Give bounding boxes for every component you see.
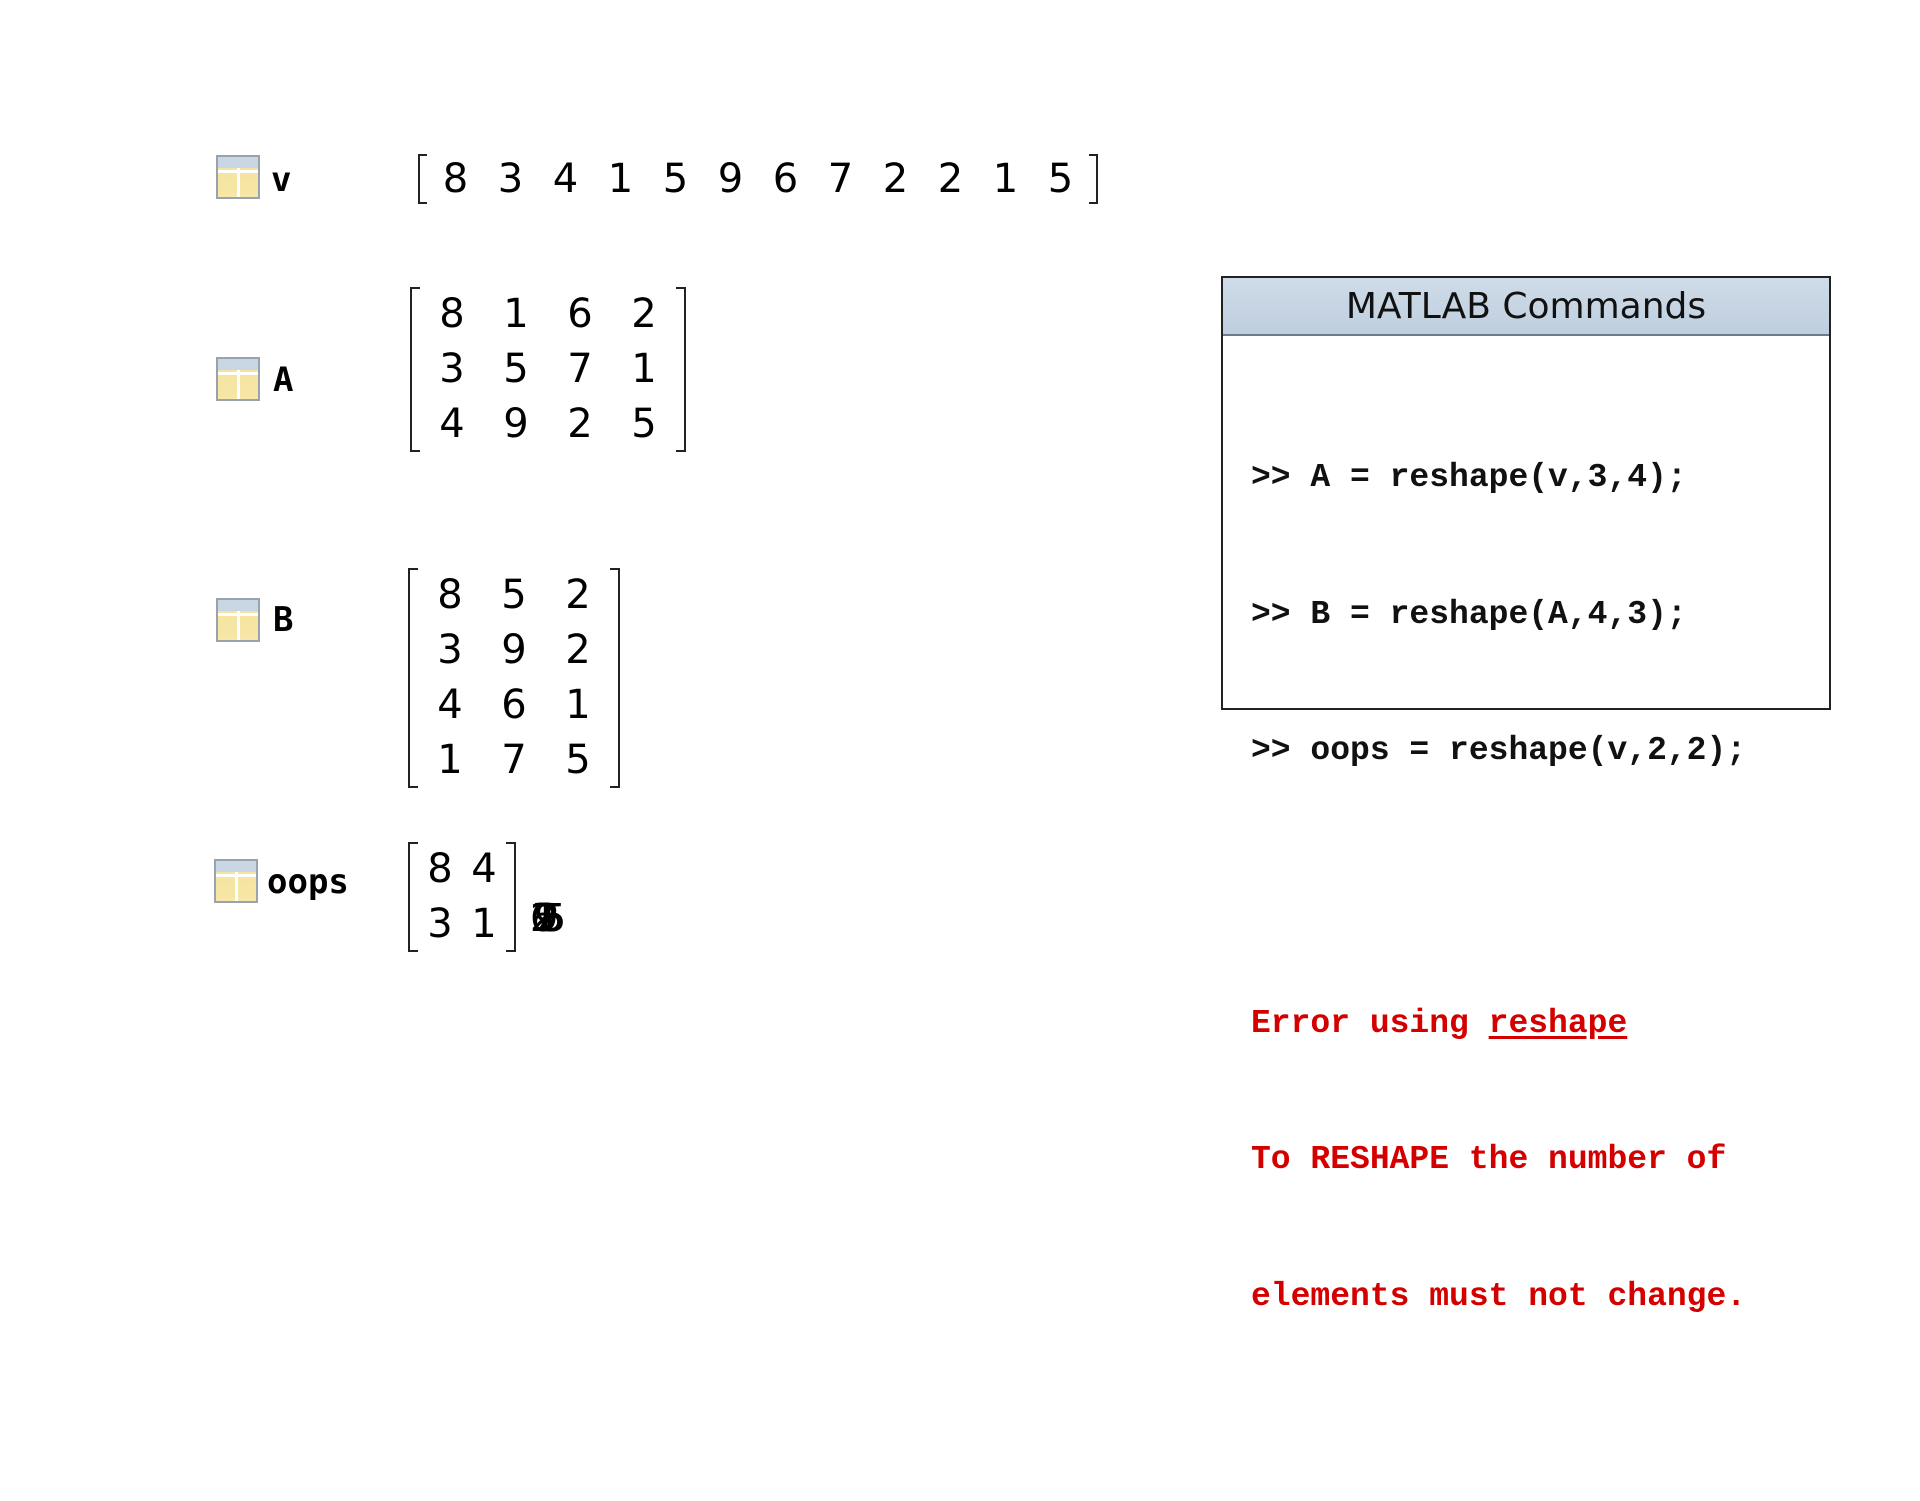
matrix-grid-icon (214, 859, 258, 903)
error-message: Error using reshape To RESHAPE the numbe… (1251, 910, 1829, 1411)
matlab-commands-panel: MATLAB Commands >> A = reshape(v,3,4); >… (1221, 276, 1831, 1315)
command-line: >> B = reshape(A,4,3); (1251, 595, 1687, 633)
overflow-digit: 1 (533, 896, 558, 940)
vector-cell: 5 (662, 156, 689, 202)
matrix-b-cell: 1 (565, 682, 591, 728)
matrix-b-cell: 6 (501, 682, 527, 728)
overflow-digit: 5 (540, 896, 565, 940)
vector-cell: 1 (607, 156, 634, 202)
vector-cell: 2 (937, 156, 964, 202)
overflow-digit: 5 (542, 896, 567, 940)
overflow-digit: 2 (530, 896, 555, 940)
matrix-oops-cell: 3 (427, 901, 453, 947)
vector-cell: 2 (882, 156, 909, 202)
matrix-oops-cell: 1 (471, 901, 497, 947)
matrix-b-cell: 2 (565, 627, 591, 673)
overflow-digit: 6 (530, 896, 555, 940)
variable-name-b: B (273, 600, 294, 640)
matrix-a-cell: 1 (503, 291, 529, 337)
matrix-a-cell: 2 (567, 401, 593, 447)
matrix-b-cell: 1 (437, 737, 463, 783)
matrix-b-cell: 3 (437, 627, 463, 673)
error-line-3: elements must not change. (1251, 1277, 1747, 1315)
matrix-oops-cell: 4 (471, 846, 497, 892)
vector-cell: 3 (497, 156, 524, 202)
error-line-1: Error using reshape (1251, 1001, 1829, 1047)
matrix-a-cell: 9 (503, 401, 529, 447)
matrix-a-cell: 7 (567, 346, 593, 392)
matrix-b-cell: 9 (501, 627, 527, 673)
vector-cell: 8 (442, 156, 469, 202)
matrix-a-cell: 6 (567, 291, 593, 337)
command-line: >> oops = reshape(v,2,2); (1251, 732, 1747, 769)
vector-cell: 1 (992, 156, 1019, 202)
variable-name-oops: oops (267, 862, 349, 902)
reshape-doc-link[interactable]: reshape (1488, 1004, 1628, 1042)
overflow-digit: 7 (532, 896, 557, 940)
matrix-b-cell: 5 (501, 572, 527, 618)
matrix-a-cell: 5 (503, 346, 529, 392)
matrix-oops-cell: 8 (427, 846, 453, 892)
matrix-b-cell: 8 (437, 572, 463, 618)
matrix-b-cell: 7 (501, 737, 527, 783)
vector-cell: 4 (552, 156, 579, 202)
vector-cell: 6 (772, 156, 799, 202)
matrix-grid-icon (216, 598, 260, 642)
matrix-a-cell: 2 (631, 291, 657, 337)
error-line-2: To RESHAPE the number of (1251, 1141, 1727, 1178)
variable-name-v: v (271, 160, 292, 200)
matrix-grid-icon (216, 357, 260, 401)
matrix-a-cell: 4 (439, 401, 465, 447)
error-prefix: Error using (1251, 1004, 1489, 1042)
matrix-b-cell: 4 (437, 682, 463, 728)
command-line: >> A = reshape(v,3,4); (1251, 459, 1687, 496)
vector-cell: 5 (1047, 156, 1074, 202)
matrix-a-cell: 3 (439, 346, 465, 392)
matrix-a-cell: 5 (631, 401, 657, 447)
matrix-grid-icon (216, 155, 260, 199)
command-list: >> A = reshape(v,3,4); >> B = reshape(A,… (1223, 336, 1829, 1501)
matrix-b-cell: 5 (565, 737, 591, 783)
matrix-a-cell: 8 (439, 291, 465, 337)
overflow-digit: 9 (534, 896, 559, 940)
vector-cell: 7 (827, 156, 854, 202)
panel-title: MATLAB Commands (1223, 278, 1829, 336)
overflow-digit: 2 (536, 896, 561, 940)
variable-name-a: A (273, 360, 294, 400)
vector-cell: 9 (717, 156, 744, 202)
matrix-a-cell: 1 (631, 346, 657, 392)
matrix-b-cell: 2 (565, 572, 591, 618)
